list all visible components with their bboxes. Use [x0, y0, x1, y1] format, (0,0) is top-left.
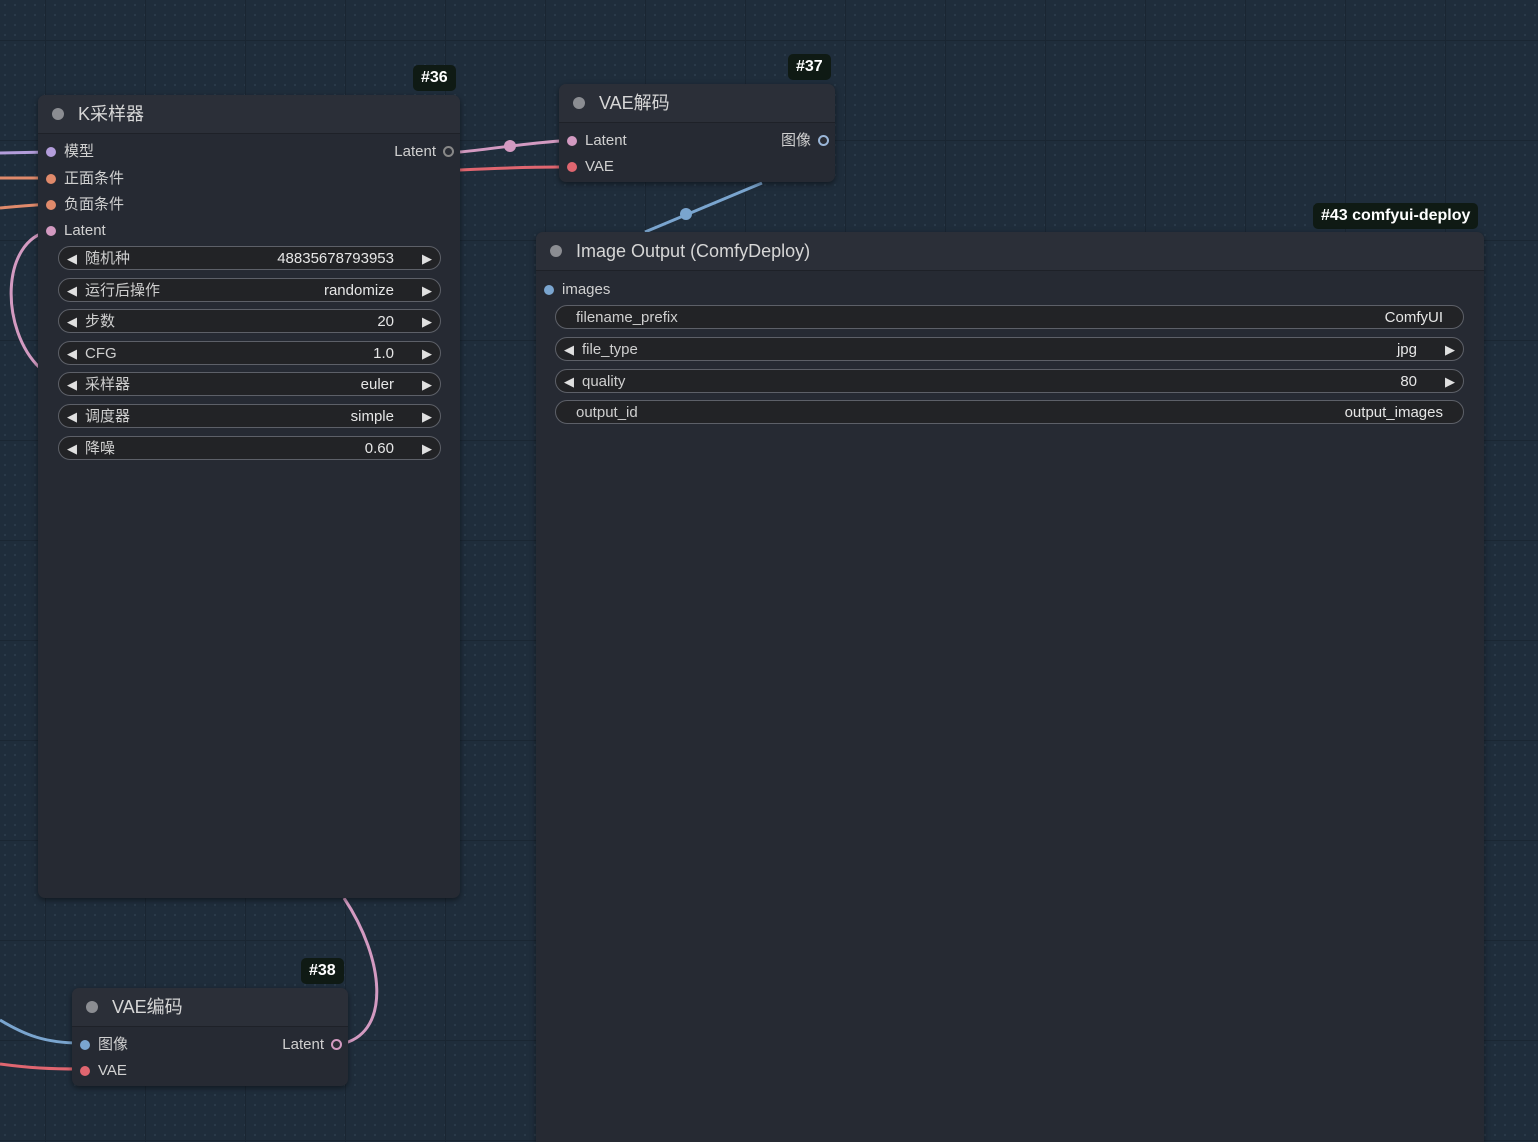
- increment-arrow-icon[interactable]: ▶: [422, 409, 432, 424]
- vae-decode-title[interactable]: VAE解码: [559, 84, 835, 123]
- widget-filename-prefix[interactable]: filename_prefix ComfyUI: [555, 305, 1464, 329]
- widget-sampler[interactable]: ◀ 采样器 euler ▶: [58, 372, 441, 396]
- widget-control-after-generate[interactable]: ◀ 运行后操作 randomize ▶: [58, 278, 441, 302]
- increment-arrow-icon[interactable]: ▶: [422, 283, 432, 298]
- widget-scheduler[interactable]: ◀ 调度器 simple ▶: [58, 404, 441, 428]
- widget-denoise[interactable]: ◀ 降噪 0.60 ▶: [58, 436, 441, 460]
- node-id-badge-36: #36: [413, 65, 456, 91]
- negative-slot-dot-icon[interactable]: [46, 200, 56, 210]
- collapse-dot-icon[interactable]: [573, 97, 585, 109]
- ksampler-title[interactable]: K采样器: [38, 95, 460, 134]
- increment-arrow-icon[interactable]: ▶: [422, 441, 432, 456]
- decrement-arrow-icon[interactable]: ◀: [67, 377, 77, 392]
- input-slot-image[interactable]: 图像: [72, 1035, 128, 1055]
- wire-midpoint: [504, 140, 516, 152]
- image-output-title-text: Image Output (ComfyDeploy): [576, 241, 811, 261]
- input-slot-vae[interactable]: VAE: [559, 157, 614, 177]
- output-slot-image[interactable]: 图像: [781, 131, 835, 151]
- input-slot-vae[interactable]: VAE: [72, 1061, 127, 1081]
- node-id-badge-37: #37: [788, 54, 831, 80]
- input-slot-positive[interactable]: 正面条件: [38, 169, 124, 189]
- latent-to-decode-wire: [459, 139, 561, 154]
- vae-to-encode-wire: [0, 1062, 81, 1071]
- vae-slot-dot-icon[interactable]: [80, 1066, 90, 1076]
- increment-arrow-icon[interactable]: ▶: [422, 251, 432, 266]
- widget-file-type[interactable]: ◀ file_type jpg ▶: [555, 337, 1464, 361]
- collapse-dot-icon[interactable]: [86, 1001, 98, 1013]
- decrement-arrow-icon[interactable]: ◀: [67, 283, 77, 298]
- image-output-title[interactable]: Image Output (ComfyDeploy): [536, 232, 1484, 271]
- widget-quality[interactable]: ◀ quality 80 ▶: [555, 369, 1464, 393]
- input-slot-images[interactable]: images: [536, 280, 610, 300]
- image-output-node[interactable]: Image Output (ComfyDeploy) images filena…: [536, 232, 1484, 1142]
- collapse-dot-icon[interactable]: [52, 108, 64, 120]
- decrement-arrow-icon[interactable]: ◀: [564, 342, 574, 357]
- vae-decode-title-text: VAE解码: [599, 93, 670, 113]
- image-slot-dot-icon[interactable]: [80, 1040, 90, 1050]
- latent-output-dot-icon[interactable]: [331, 1039, 342, 1050]
- decrement-arrow-icon[interactable]: ◀: [67, 441, 77, 456]
- decrement-arrow-icon[interactable]: ◀: [67, 314, 77, 329]
- output-slot-latent[interactable]: Latent: [282, 1035, 348, 1055]
- vae-decode-node[interactable]: VAE解码 Latent VAE 图像: [559, 84, 835, 182]
- widget-output-id[interactable]: output_id output_images: [555, 400, 1464, 424]
- input-slot-latent[interactable]: Latent: [38, 221, 106, 241]
- vae-encode-node[interactable]: VAE编码 图像 VAE Latent: [72, 988, 348, 1086]
- widget-steps[interactable]: ◀ 步数 20 ▶: [58, 309, 441, 333]
- increment-arrow-icon[interactable]: ▶: [1445, 342, 1455, 357]
- wire-midpoint: [680, 208, 692, 220]
- latent-slot-dot-icon[interactable]: [46, 226, 56, 236]
- input-slot-negative[interactable]: 负面条件: [38, 195, 124, 215]
- encode-latent-wire: [342, 897, 379, 1045]
- node-id-badge-43: #43 comfyui-deploy: [1313, 203, 1479, 229]
- increment-arrow-icon[interactable]: ▶: [422, 377, 432, 392]
- increment-arrow-icon[interactable]: ▶: [422, 314, 432, 329]
- node-id-badge-38: #38: [301, 958, 344, 984]
- vae-to-decode-wire: [459, 165, 561, 172]
- ksampler-node[interactable]: K采样器 模型 正面条件 负面条件 Latent Latent ◀ 随机种 48…: [38, 95, 460, 898]
- images-slot-dot-icon[interactable]: [544, 285, 554, 295]
- increment-arrow-icon[interactable]: ▶: [422, 346, 432, 361]
- input-slot-model[interactable]: 模型: [38, 142, 94, 162]
- positive-slot-dot-icon[interactable]: [46, 174, 56, 184]
- collapse-dot-icon[interactable]: [550, 245, 562, 257]
- vae-slot-dot-icon[interactable]: [567, 162, 577, 172]
- input-slot-latent[interactable]: Latent: [559, 131, 627, 151]
- decrement-arrow-icon[interactable]: ◀: [564, 374, 574, 389]
- image-to-output-wire: [644, 181, 763, 234]
- latent-output-dot-icon[interactable]: [443, 146, 454, 157]
- decrement-arrow-icon[interactable]: ◀: [67, 409, 77, 424]
- decrement-arrow-icon[interactable]: ◀: [67, 346, 77, 361]
- latent-slot-dot-icon[interactable]: [567, 136, 577, 146]
- image-to-encode-wire: [0, 1018, 81, 1045]
- widget-cfg[interactable]: ◀ CFG 1.0 ▶: [58, 341, 441, 365]
- decrement-arrow-icon[interactable]: ◀: [67, 251, 77, 266]
- image-output-dot-icon[interactable]: [818, 135, 829, 146]
- model-slot-dot-icon[interactable]: [46, 147, 56, 157]
- widget-seed[interactable]: ◀ 随机种 48835678793953 ▶: [58, 246, 441, 270]
- output-slot-latent[interactable]: Latent: [394, 142, 460, 162]
- vae-encode-title[interactable]: VAE编码: [72, 988, 348, 1027]
- ksampler-title-text: K采样器: [78, 104, 145, 124]
- vae-encode-title-text: VAE编码: [112, 997, 183, 1017]
- increment-arrow-icon[interactable]: ▶: [1445, 374, 1455, 389]
